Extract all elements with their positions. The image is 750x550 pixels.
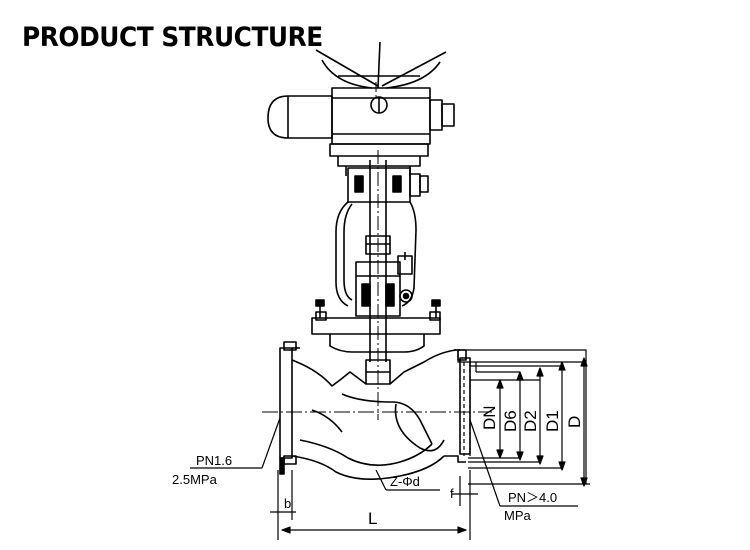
valve-body — [279, 341, 471, 480]
label-d: D — [565, 416, 584, 428]
dimension-labels: DN D6 D2 D1 D PN1.6 2.5MPa Z-Φd f PN＞4.0… — [172, 405, 584, 528]
outlet-flange — [459, 357, 471, 455]
yoke — [315, 150, 441, 420]
label-l: L — [368, 509, 377, 528]
label-b: b — [284, 496, 291, 511]
bonnet — [311, 311, 441, 385]
inlet-flange — [279, 347, 293, 459]
handwheel-spoke — [381, 51, 447, 87]
page-title: PRODUCT STRUCTURE — [22, 22, 323, 53]
label-pn-low: PN1.6 — [196, 453, 232, 468]
bonnet-flange — [311, 317, 441, 335]
label-d6: D6 — [501, 410, 520, 432]
grease-fitting — [399, 289, 413, 303]
flange-dimensions — [457, 349, 590, 487]
packing-box — [355, 261, 401, 317]
label-pn-high-unit: MPa — [504, 508, 532, 523]
actuator — [267, 41, 455, 176]
packing-nut — [392, 175, 402, 193]
label-f: f — [450, 486, 454, 501]
stem-connector — [365, 235, 391, 255]
handwheel-rim — [321, 59, 441, 89]
gearbox-housing — [331, 87, 431, 145]
handwheel-spoke — [377, 41, 381, 89]
packing-nut — [354, 175, 364, 193]
bottom-dimensions — [190, 417, 578, 540]
handwheel-spoke — [315, 49, 379, 87]
cable-gland — [441, 103, 455, 127]
label-bolt-holes: Z-Φd — [390, 474, 420, 489]
label-dn: DN — [480, 405, 499, 430]
label-d1: D1 — [543, 410, 562, 432]
yoke-arm-left — [335, 201, 349, 307]
label-pn-low-unit: 2.5MPa — [172, 472, 218, 487]
body-lower-wall — [291, 455, 445, 480]
label-pn-high: PN＞4.0 — [508, 490, 557, 505]
motor-housing — [267, 95, 333, 139]
label-d2: D2 — [521, 410, 540, 432]
